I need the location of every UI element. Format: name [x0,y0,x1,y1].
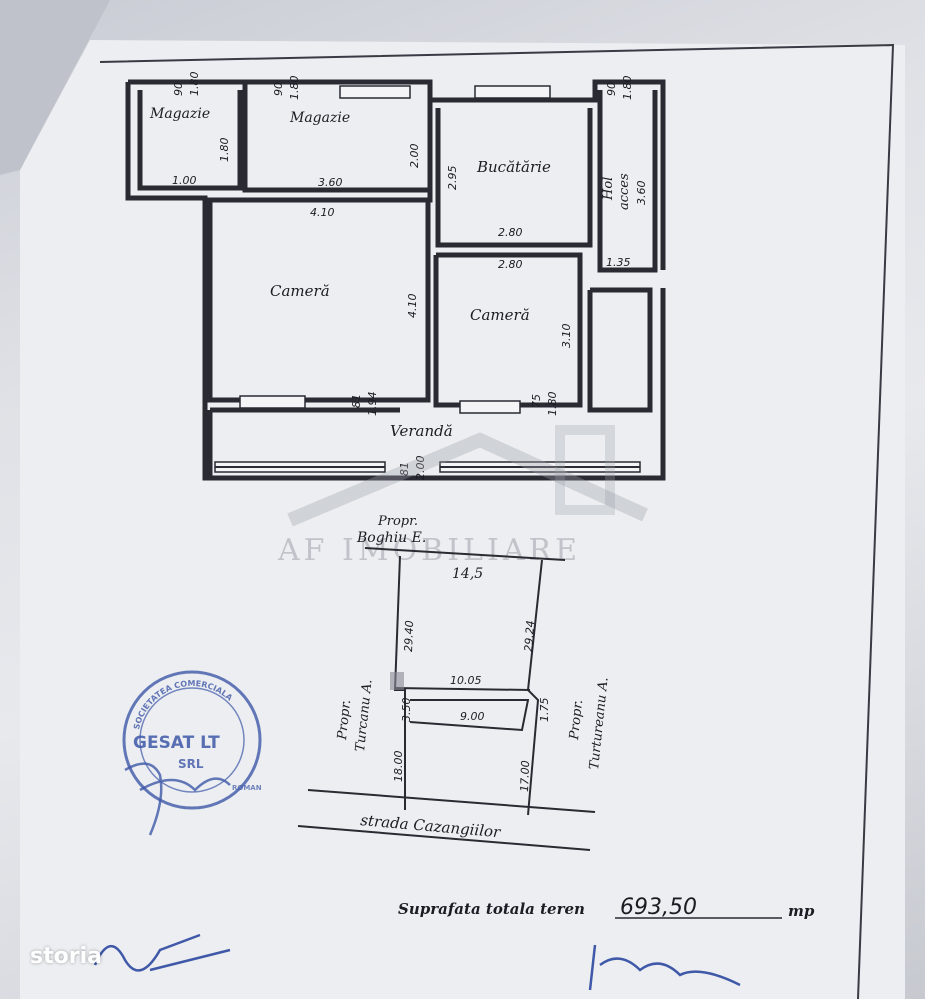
site-right-upper: 29.24 [522,620,537,652]
area-unit: mp [788,902,815,920]
wall-camera-1 [207,100,433,403]
dim-veranda-win-a: 81 [398,462,411,476]
stamp-inner-ring [139,687,245,793]
dim-hol-w: 1.35 [606,256,631,269]
stamp-outer-ring [122,670,262,810]
area-label: Suprafata totala teren [398,900,585,918]
room-label-bucatarie: Bucătărie [476,158,551,176]
room-label-camera-1: Cameră [270,282,330,300]
dim-hol-top-b: 1.80 [621,76,634,101]
site-top-line [364,547,566,561]
signature-bottom-left [93,933,231,972]
dim-camera-2-win-a: 75 [530,394,543,408]
dim-camera-2-w: 2.80 [498,258,523,271]
site-right-lower: 17.00 [518,760,532,792]
paper-shadow [0,0,110,175]
room-label-acces: acces [617,173,632,210]
storia-logo: storia [30,944,102,969]
dim-hol-top-a: 90 [605,82,618,96]
dim-camera-1-win-b: 1.94 [366,392,379,417]
site-top-width: 14,5 [452,566,483,582]
dim-camera-1-h: 4.10 [406,294,419,319]
street-line-1 [307,789,596,813]
site-house-depth-right: 1.75 [538,698,551,723]
window-camera-2 [459,400,521,414]
dim-veranda-win-b: 2.00 [414,456,427,481]
dim-camera-2-win-b: 1.80 [546,392,559,417]
dim-magazie-1-h: 1.80 [218,138,231,163]
site-top-owner-1: Propr. [377,514,418,529]
room-label-camera-2: Cameră [470,306,530,324]
site-left-lower: 18.00 [392,751,405,783]
watermark-chimney [555,425,615,515]
dim-top-a: 90 [172,82,185,96]
site-house-outline [409,699,530,732]
site-house-depth-left: 3.50 [400,698,413,723]
signature-stroke [124,762,231,836]
room-label-magazie-1: Magazie [149,106,210,122]
watermark: AF IMOBILIARE [277,425,648,568]
wall-hol [597,90,658,273]
dim-bucatarie-w: 2.80 [498,226,523,239]
site-left-upper: 29.40 [402,620,416,652]
room-label-hol: Hol [601,177,616,201]
stamp-type: SRL [178,757,204,771]
site-left-owner-1: Propr. [335,699,354,741]
window-magazie-2 [339,85,411,99]
dim-magazie-2-w: 3.60 [318,176,343,189]
dim-bucatarie-h: 2.95 [446,166,459,191]
wall-small-room [587,287,653,413]
window-bucatarie [474,85,551,99]
dim-top-a-2: 90 [272,82,285,96]
stamp-name: GESAT LT [133,733,220,753]
stamp-city: ROMAN [232,784,262,792]
dim-camera-1-w: 4.10 [310,206,335,219]
watermark-roof [287,432,648,527]
wall-bucatarie [435,108,593,248]
wall-top-2 [245,79,666,270]
wall-magazie-1-inner [137,90,243,191]
outer-wall [125,82,666,481]
area-value: 693,50 [620,895,697,920]
wall-camera-2 [433,252,583,408]
signature-bottom-right [588,944,741,991]
site-right-boundary [526,559,543,816]
dim-top-b: 1.80 [188,72,201,97]
site-marker [390,672,404,690]
paper-page [20,40,905,999]
wall-magazie-2 [242,82,430,193]
dim-magazie-2-h: 2.00 [408,144,421,169]
brand-text: storia [30,944,102,969]
room-label-magazie-2: Magazie [289,110,350,126]
dim-magazie-1-width: 1.00 [172,174,197,187]
page-frame [99,43,895,999]
site-right-owner-1: Propr. [567,699,586,741]
site-mid-width: 10.05 [450,674,482,687]
dim-top-b-2: 1.80 [288,76,301,101]
site-plan: Propr. Boghiu E. 14,5 Propr. Turcanu A. … [297,514,612,851]
site-top-owner-2: Boghiu E. [356,530,426,546]
floor-plan: Magazie Magazie Bucătărie Cameră Cameră … [125,72,666,481]
watermark-text: AF IMOBILIARE [277,533,581,568]
site-mid-line [394,687,531,691]
footer-area: Suprafata totala teren 693,50 mp [398,895,815,920]
window-camera-1 [239,395,306,409]
dim-camera-1-win-a: 81 [350,394,363,408]
dim-hol-h: 3.60 [635,181,648,206]
room-label-veranda: Verandă [390,422,453,440]
dim-camera-2-h: 3.10 [560,324,573,349]
street-line-2 [297,825,591,851]
site-house-width: 9.00 [460,710,485,723]
